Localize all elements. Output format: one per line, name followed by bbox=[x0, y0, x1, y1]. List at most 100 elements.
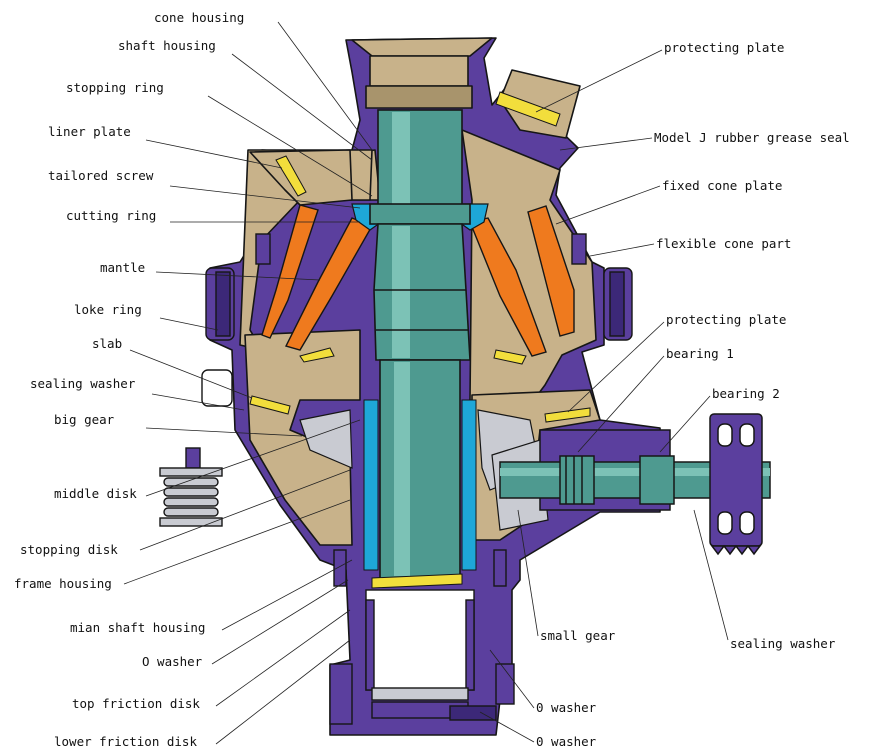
spring-stack bbox=[159, 447, 223, 527]
stopping-disk-yellow bbox=[371, 573, 463, 589]
small-plate-left bbox=[299, 347, 335, 363]
grease-seal-housing bbox=[499, 69, 581, 139]
label-stopping-ring: stopping ring bbox=[66, 80, 164, 95]
left-liner bbox=[261, 204, 319, 339]
leader-middle-disk bbox=[145, 419, 361, 497]
liner-plate-yellow bbox=[275, 155, 307, 197]
label-mantle: mantle bbox=[100, 260, 145, 275]
leader-small-gear bbox=[517, 509, 539, 637]
leader-mantle bbox=[155, 271, 321, 281]
leader-rubber-grease-seal bbox=[559, 137, 653, 151]
pulley-teeth bbox=[710, 544, 762, 556]
lower-housing bbox=[329, 549, 515, 725]
shaft-middle bbox=[373, 223, 471, 361]
o-washer-plate bbox=[449, 705, 497, 721]
spring-top-plate bbox=[159, 467, 223, 477]
leader-loke-ring bbox=[159, 317, 219, 331]
shaft-lower bbox=[379, 359, 461, 581]
label-cone-housing: cone housing bbox=[154, 10, 244, 25]
countershaft-highlight bbox=[500, 468, 770, 476]
eccentric-bushing bbox=[363, 399, 477, 571]
leader-stopping-disk bbox=[139, 469, 351, 551]
label-small-gear: small gear bbox=[540, 628, 616, 643]
label-loke-ring: loke ring bbox=[74, 302, 142, 317]
leader-shaft-housing bbox=[231, 53, 373, 161]
right-top-bolt bbox=[571, 233, 587, 265]
spring-coil-2 bbox=[163, 487, 219, 497]
shaft-top bbox=[377, 109, 463, 207]
lower-post-right bbox=[465, 599, 475, 691]
right-liner bbox=[527, 205, 575, 337]
labels: cone housing shaft housing stopping ring… bbox=[14, 10, 850, 749]
shaft-middle-highlight bbox=[392, 226, 410, 358]
leader-tailored-screw bbox=[169, 185, 361, 209]
shaft-collar bbox=[369, 203, 471, 225]
fixed-cone-plate-shape bbox=[461, 129, 597, 406]
spring-coil-4 bbox=[163, 507, 219, 517]
label-bearing-2: bearing 2 bbox=[712, 386, 780, 401]
feed-hopper-ring bbox=[365, 85, 473, 109]
leader-fixed-cone-plate bbox=[555, 185, 661, 225]
leader-o-washer-right-2 bbox=[479, 711, 535, 743]
spring-coil-3 bbox=[163, 497, 219, 507]
base-bolt-left bbox=[329, 663, 353, 725]
label-middle-disk: middle disk bbox=[54, 486, 137, 501]
main-shaft bbox=[369, 109, 471, 581]
pulley-window-4 bbox=[739, 511, 755, 535]
big-gear-left bbox=[299, 409, 353, 469]
label-rubber-grease-seal: Model J rubber grease seal bbox=[654, 130, 850, 145]
label-protecting-plate-right: protecting plate bbox=[666, 312, 786, 327]
label-stopping-disk: stopping disk bbox=[20, 542, 118, 557]
bushing-left bbox=[363, 399, 379, 571]
leader-top-friction-disk bbox=[215, 609, 351, 707]
leader-o-washer-right-1 bbox=[489, 649, 535, 709]
frame-bolt-left bbox=[333, 549, 347, 587]
leader-bearing-1 bbox=[577, 355, 665, 453]
label-fixed-cone-plate: fixed cone plate bbox=[662, 178, 782, 193]
label-top-friction-disk: top friction disk bbox=[72, 696, 200, 711]
label-sealing-washer-right: sealing washer bbox=[730, 636, 836, 651]
label-lower-friction-disk: lower friction disk bbox=[54, 734, 197, 749]
bearing-2-block bbox=[639, 455, 675, 505]
leader-flexible-cone-part bbox=[589, 243, 655, 257]
right-ring-bolt-nut bbox=[609, 271, 625, 337]
left-exterior bbox=[159, 233, 633, 527]
leader-frame-housing bbox=[123, 499, 351, 585]
label-o-washer-right-1: 0 washer bbox=[536, 700, 597, 715]
pulley-window-3 bbox=[717, 511, 733, 535]
spring-bottom-plate bbox=[159, 517, 223, 527]
bushing-right bbox=[461, 399, 477, 571]
label-sealing-washer-left: sealing washer bbox=[30, 376, 136, 391]
leader-lower-friction-disk bbox=[215, 639, 351, 745]
label-shaft-housing: shaft housing bbox=[118, 38, 216, 53]
small-plate-right bbox=[493, 349, 527, 365]
left-top-bolt bbox=[255, 233, 271, 265]
leader-protecting-plate-right bbox=[567, 321, 665, 413]
left-ring-bolt-nut bbox=[215, 271, 231, 337]
pulley-window-2 bbox=[739, 423, 755, 447]
feed-hopper bbox=[351, 37, 493, 57]
leader-o-washer-left bbox=[211, 579, 349, 665]
base-bolt-right bbox=[495, 663, 515, 705]
leader-mian-shaft-housing bbox=[221, 559, 353, 631]
right-protecting-plate-yellow bbox=[544, 407, 591, 423]
spring-coil-1 bbox=[163, 477, 219, 487]
label-mian-shaft-housing: mian shaft housing bbox=[70, 620, 205, 635]
leader-big-gear bbox=[145, 427, 303, 437]
yellow-plates bbox=[249, 91, 591, 589]
leader-cone-housing bbox=[277, 21, 373, 151]
leader-liner-plate bbox=[145, 139, 283, 169]
leader-lines bbox=[123, 21, 729, 745]
label-frame-housing: frame housing bbox=[14, 576, 112, 591]
label-bearing-1: bearing 1 bbox=[666, 346, 734, 361]
feed-hopper-body bbox=[369, 55, 469, 87]
label-liner-plate: liner plate bbox=[48, 124, 131, 139]
leader-stopping-ring bbox=[207, 95, 373, 197]
left-sealing-box bbox=[201, 369, 233, 407]
label-o-washer-right-2: 0 washer bbox=[536, 734, 597, 749]
spring-rod bbox=[185, 447, 201, 469]
countershaft bbox=[499, 413, 771, 556]
label-big-gear: big gear bbox=[54, 412, 115, 427]
